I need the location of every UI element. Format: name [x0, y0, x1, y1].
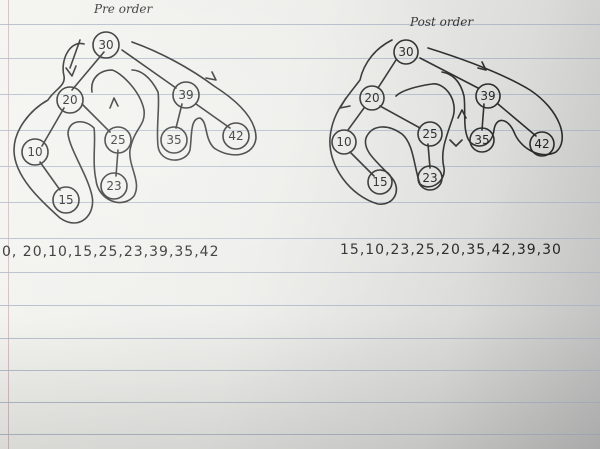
svg-text:20: 20 — [62, 93, 77, 107]
svg-text:15: 15 — [372, 175, 387, 189]
ruled-line — [0, 24, 600, 25]
pre-node-30: 30 — [92, 31, 120, 59]
pre-node-35: 35 — [160, 126, 188, 154]
ruled-line — [0, 94, 600, 95]
postorder-title: Post order — [409, 15, 474, 29]
ruled-line — [0, 238, 600, 239]
post-node-30: 30 — [393, 39, 419, 65]
pre-node-20: 20 — [56, 86, 84, 114]
pre-node-23: 23 — [100, 172, 128, 200]
ruled-line — [0, 130, 600, 131]
ruled-line — [0, 272, 600, 273]
ruled-line — [0, 166, 600, 167]
svg-text:10: 10 — [336, 135, 351, 149]
preorder-sequence: 0, 20,10,15,25,23,39,35,42 — [2, 244, 220, 260]
svg-text:42: 42 — [534, 137, 549, 151]
ruled-line — [0, 58, 600, 59]
postorder-traversal-path — [329, 39, 564, 205]
post-node-20: 20 — [359, 85, 385, 111]
svg-text:25: 25 — [110, 133, 125, 147]
pre-node-42: 42 — [222, 122, 250, 150]
post-node-39: 39 — [475, 83, 501, 109]
pre-node-15: 15 — [52, 186, 80, 214]
svg-text:20: 20 — [364, 91, 379, 105]
svg-text:39: 39 — [178, 88, 193, 102]
post-node-25: 25 — [417, 121, 443, 147]
svg-text:10: 10 — [27, 145, 42, 159]
postorder-sequence: 15,10,23,25,20,35,42,39,30 — [340, 242, 562, 258]
svg-text:30: 30 — [98, 38, 113, 52]
pre-node-39: 39 — [172, 81, 200, 109]
ruled-line — [0, 434, 600, 435]
post-node-42: 42 — [529, 131, 555, 157]
pre-node-25: 25 — [104, 126, 132, 154]
preorder-edges — [39, 49, 231, 191]
svg-text:39: 39 — [480, 89, 495, 103]
svg-text:30: 30 — [398, 45, 413, 59]
margin-line — [8, 0, 9, 449]
ruled-line — [0, 202, 600, 203]
ruled-line — [0, 305, 600, 306]
postorder-edges — [347, 57, 537, 177]
svg-text:23: 23 — [422, 171, 437, 185]
post-node-10: 10 — [331, 129, 357, 155]
post-node-35: 35 — [469, 127, 495, 153]
post-node-15: 15 — [367, 169, 393, 195]
svg-text:15: 15 — [58, 193, 73, 207]
svg-text:25: 25 — [422, 127, 437, 141]
preorder-title: Pre order — [93, 2, 153, 16]
svg-text:35: 35 — [474, 133, 489, 147]
ruled-line — [0, 338, 600, 339]
svg-text:42: 42 — [228, 129, 243, 143]
ruled-line — [0, 402, 600, 403]
ruled-line — [0, 370, 600, 371]
post-node-23: 23 — [417, 165, 443, 191]
pre-node-10: 10 — [21, 138, 49, 166]
svg-text:35: 35 — [166, 133, 181, 147]
svg-text:23: 23 — [106, 179, 121, 193]
preorder-traversal-path — [13, 39, 257, 224]
